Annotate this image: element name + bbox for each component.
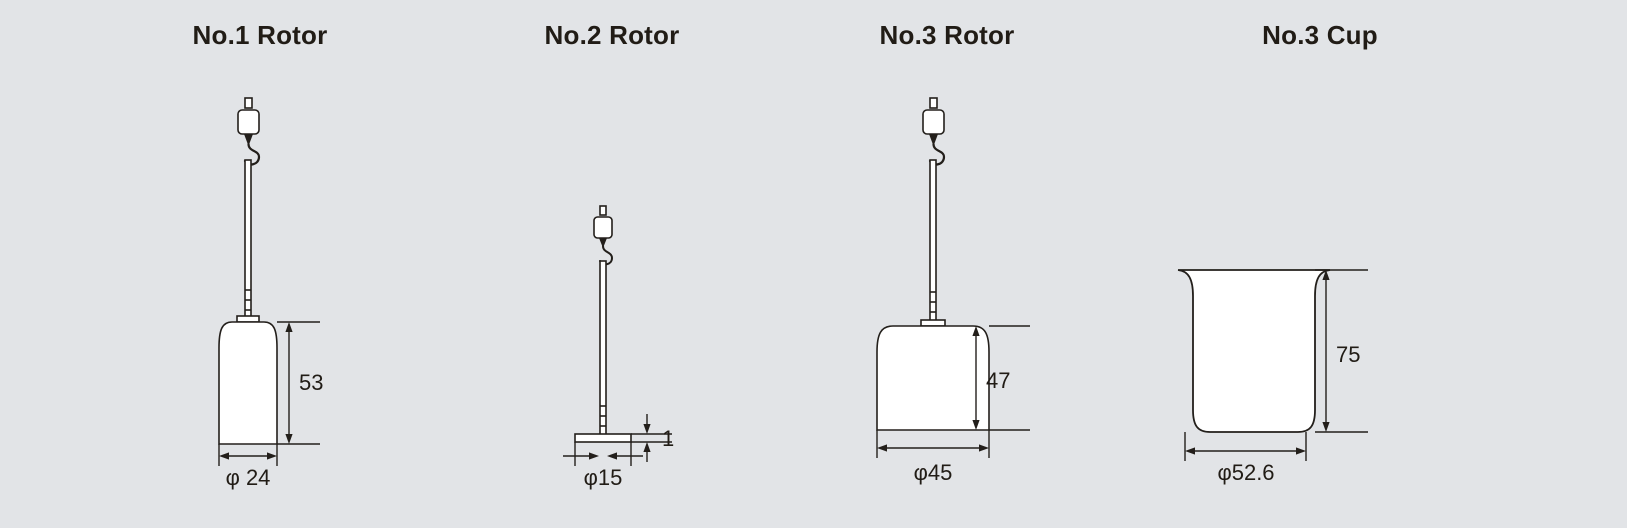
collar	[920, 319, 946, 327]
top-body	[237, 109, 260, 135]
figure-no1-rotor: No.1 Rotor	[0, 0, 520, 528]
top-body	[922, 109, 945, 135]
top-pin	[244, 97, 253, 109]
arrow-left	[877, 444, 887, 452]
arrow-up	[972, 326, 980, 336]
arrow-up	[285, 322, 293, 332]
cup-body-group	[1177, 269, 1331, 433]
neck-cone	[929, 134, 938, 146]
dimension-label-height-cup: 75	[1336, 342, 1360, 367]
rotor-assembly-no3	[876, 97, 990, 431]
figure-no2-rotor: No.2 Rotor	[400, 0, 830, 528]
dimension-label-height-no1: 53	[299, 370, 323, 395]
arrow-left	[1185, 447, 1195, 455]
top-pin	[929, 97, 938, 109]
rotor-assembly-no2	[574, 205, 632, 443]
figure-title-no3-cup: No.3 Cup	[1262, 20, 1378, 50]
collar	[236, 315, 260, 323]
dimension-label-diameter-no2: φ15	[584, 465, 623, 490]
dimension-diameter-no1	[218, 444, 278, 466]
neck-cone	[244, 134, 253, 146]
arrow-down	[285, 434, 293, 444]
rotor-assembly-no1	[218, 97, 278, 445]
arrow-right	[1296, 447, 1306, 455]
shaft	[244, 159, 252, 319]
cup-outline	[1177, 269, 1331, 433]
arrow-left	[607, 452, 617, 460]
rotor-cylinder	[876, 325, 990, 431]
rotor-cylinder	[218, 321, 278, 445]
dimension-height-no3	[972, 325, 1030, 431]
shaft	[929, 159, 937, 323]
figure-title-no1-rotor: No.1 Rotor	[192, 20, 328, 50]
shaft	[599, 260, 607, 436]
arrow-right	[589, 452, 599, 460]
dimension-label-height-no3: 47	[986, 368, 1010, 393]
arrow-down	[643, 424, 651, 434]
dimension-label-diameter-cup: φ52.6	[1217, 460, 1274, 485]
arrow-right	[979, 444, 989, 452]
arrow-left	[219, 452, 229, 460]
figure-no3-cup: No.3 Cup 75 φ52.6	[1110, 0, 1530, 528]
dimension-thickness-no2	[631, 414, 672, 462]
dimension-label-diameter-no1: φ 24	[226, 465, 271, 490]
dimension-height-no1	[277, 321, 320, 445]
arrow-down	[1322, 422, 1330, 432]
neck-cone	[599, 238, 607, 248]
dimension-label-diameter-no3: φ45	[914, 460, 953, 485]
figure-no3-rotor: No.3 Rotor	[760, 0, 1180, 528]
figure-title-no3-rotor: No.3 Rotor	[879, 20, 1015, 50]
rotor-disc	[574, 433, 632, 443]
dimension-label-thickness-no2: 1	[662, 426, 674, 451]
arrow-up	[643, 442, 651, 452]
top-body	[593, 216, 613, 239]
top-pin	[599, 205, 607, 216]
dimension-diameter-no3	[876, 430, 990, 458]
arrow-down	[972, 420, 980, 430]
figure-title-no2-rotor: No.2 Rotor	[544, 20, 680, 50]
dimension-diameter-cup	[1184, 432, 1307, 461]
arrow-up	[1322, 270, 1330, 280]
arrow-right	[267, 452, 277, 460]
dimension-height-cup	[1315, 269, 1368, 433]
dimension-diameter-no2	[563, 442, 643, 466]
